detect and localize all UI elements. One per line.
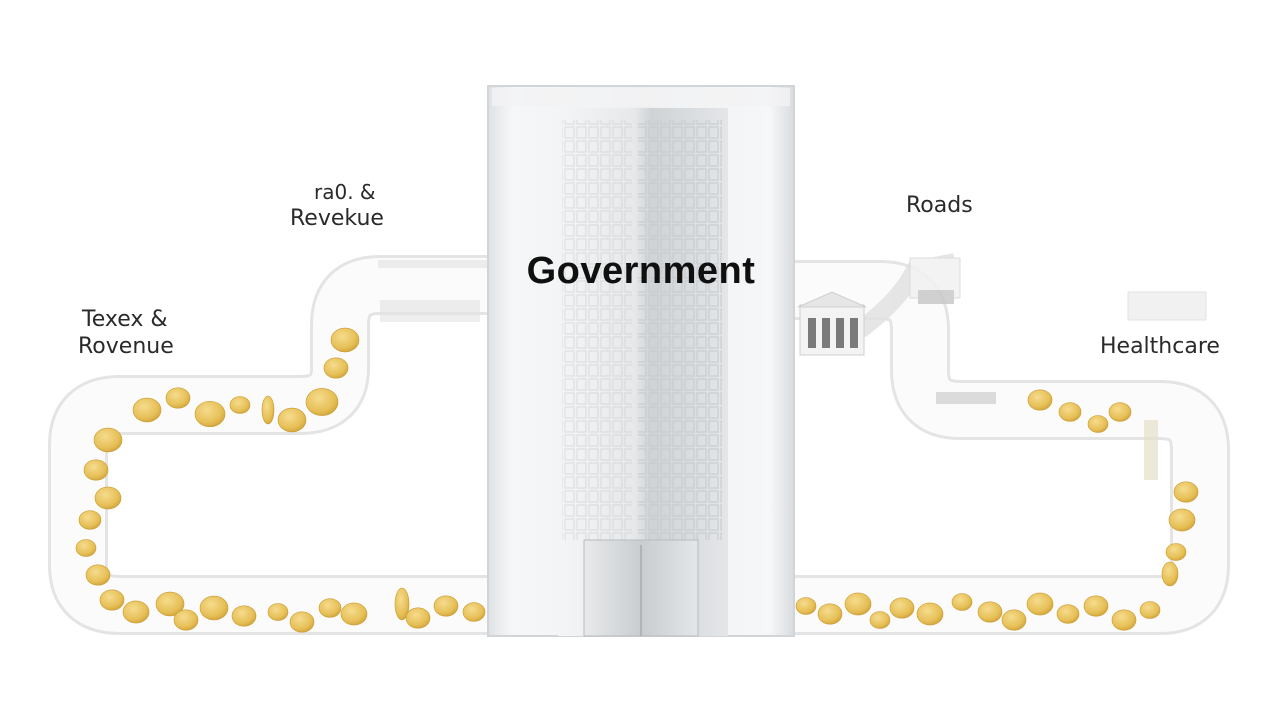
coin-icon bbox=[165, 387, 191, 409]
coin-icon bbox=[199, 595, 229, 621]
coin-icon bbox=[229, 396, 251, 414]
coin-icon bbox=[817, 603, 843, 625]
coin-icon bbox=[1001, 609, 1027, 631]
coin-icon bbox=[889, 597, 915, 619]
left-label-line2: Rovenue bbox=[78, 334, 174, 359]
coin-icon bbox=[1165, 543, 1187, 561]
coin-icon bbox=[289, 611, 315, 633]
coin-icon bbox=[155, 591, 185, 617]
coin-icon bbox=[1058, 402, 1082, 422]
coin-icon bbox=[1056, 604, 1080, 624]
coin-icon bbox=[1026, 592, 1054, 616]
coin-icon bbox=[977, 601, 1003, 623]
coin-icon bbox=[261, 395, 275, 425]
coin-icon bbox=[1168, 508, 1196, 532]
coin-icon bbox=[1111, 609, 1137, 631]
coin-icon bbox=[330, 327, 360, 353]
coin-icon bbox=[340, 602, 368, 626]
coin-icon bbox=[75, 539, 97, 557]
coin-icon bbox=[916, 602, 944, 626]
roads-label: Roads bbox=[906, 193, 973, 218]
coin-icon bbox=[194, 400, 226, 428]
coin-icon bbox=[323, 357, 349, 379]
coin-icon bbox=[267, 603, 289, 621]
coin-icon bbox=[78, 510, 102, 530]
coin-icon bbox=[1161, 561, 1179, 587]
coin-icon bbox=[869, 611, 891, 629]
coin-icon bbox=[1173, 481, 1199, 503]
coin-icon bbox=[1139, 601, 1161, 619]
coin-icon bbox=[844, 592, 872, 616]
healthcare-label: Healthcare bbox=[1100, 334, 1220, 359]
coin-icon bbox=[277, 407, 307, 433]
coin-icon bbox=[462, 602, 486, 622]
upper-left-rail bbox=[378, 260, 488, 322]
coin-icon bbox=[1083, 595, 1109, 617]
coin-icon bbox=[85, 564, 111, 586]
coin-icon bbox=[1087, 415, 1109, 433]
left-label-line1: Texex & bbox=[82, 307, 168, 332]
coin-icon bbox=[951, 593, 973, 611]
coin-icon bbox=[94, 486, 122, 510]
coin-icon bbox=[99, 589, 125, 611]
coin-icon bbox=[405, 607, 431, 629]
coin-icon bbox=[83, 459, 109, 481]
upper-left-label-line1: ra0. & bbox=[314, 180, 376, 204]
coin-icon bbox=[1108, 402, 1132, 422]
coin-icon bbox=[132, 397, 162, 423]
coin-icon bbox=[433, 595, 459, 617]
coin-icon bbox=[231, 605, 257, 627]
upper-left-label-line2: Revekue bbox=[290, 206, 384, 231]
coin-icon bbox=[394, 587, 410, 621]
coins-left-flow bbox=[75, 327, 486, 633]
coins-right-flow bbox=[795, 389, 1199, 631]
roads-illustration bbox=[854, 253, 996, 404]
small-building-icon bbox=[797, 291, 867, 356]
coin-icon bbox=[1027, 389, 1053, 411]
coin-icon bbox=[305, 388, 339, 416]
coin-icon bbox=[122, 600, 150, 624]
government-title: Government bbox=[526, 250, 756, 292]
government-building bbox=[487, 85, 795, 637]
hospital-illustration bbox=[1127, 291, 1207, 480]
coin-icon bbox=[318, 598, 342, 618]
coin-icon bbox=[93, 427, 123, 453]
coin-icon bbox=[173, 609, 199, 631]
coin-icon bbox=[795, 597, 817, 615]
